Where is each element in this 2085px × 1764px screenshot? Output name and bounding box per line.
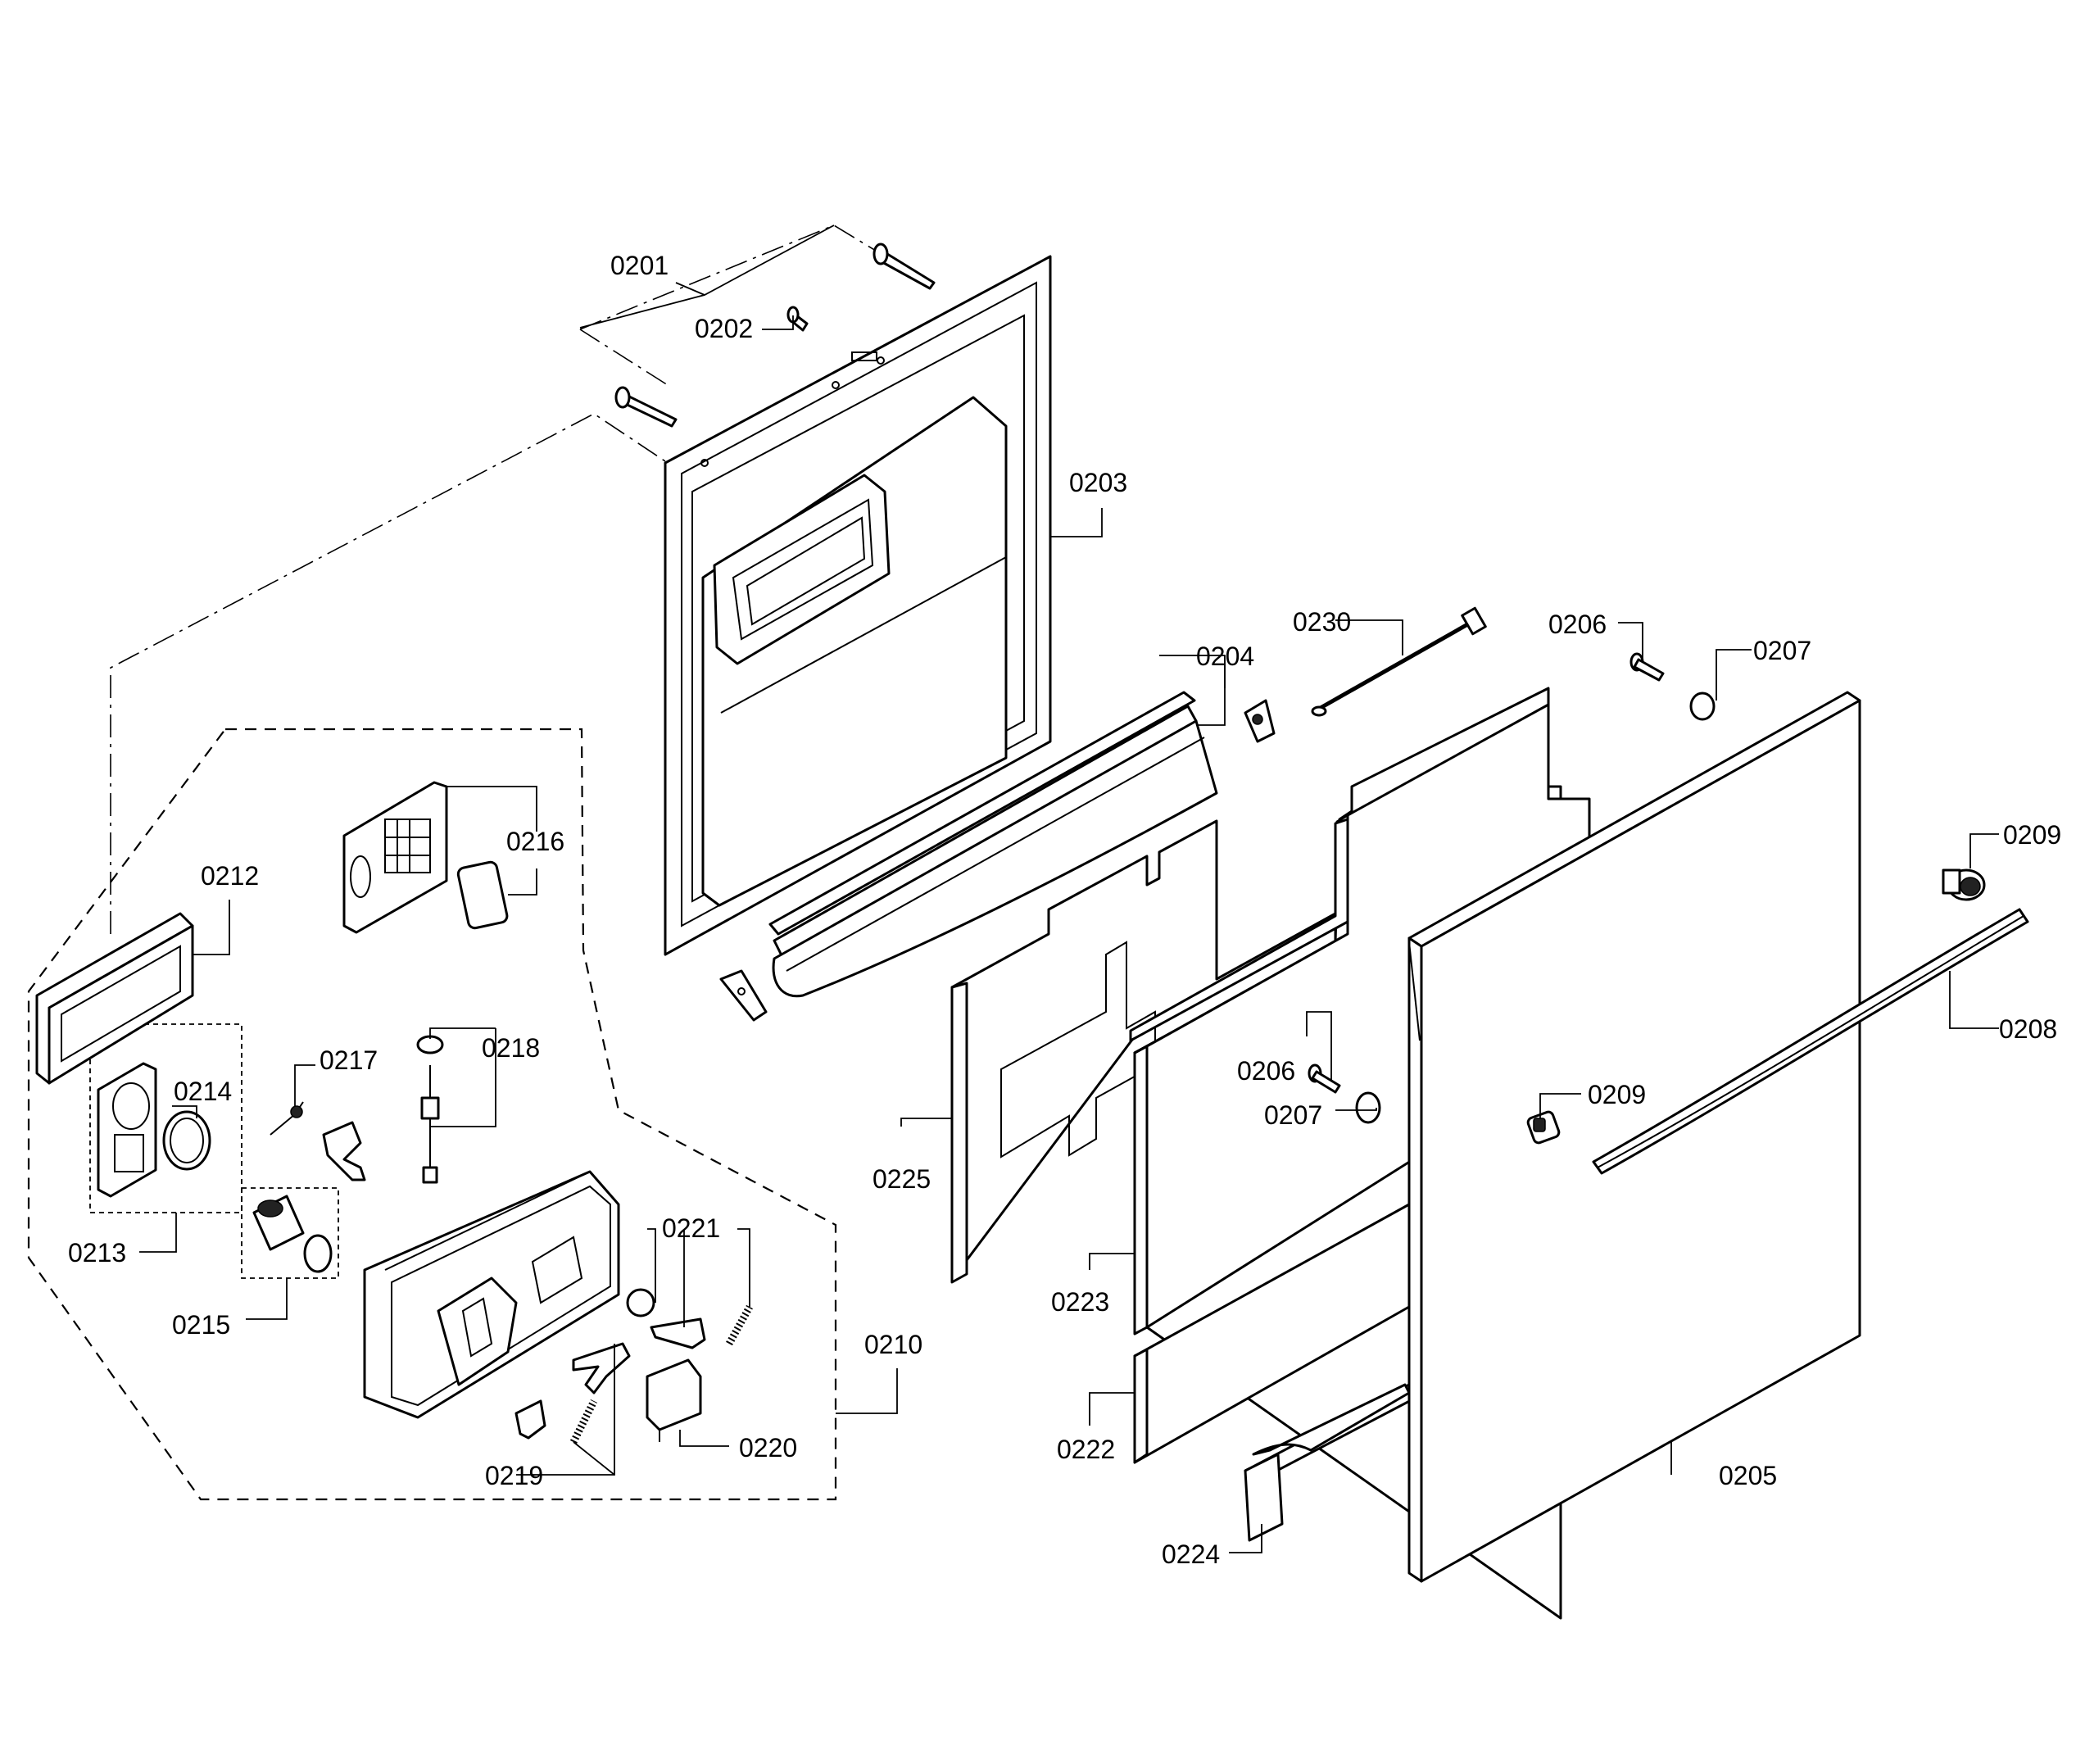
label-0222: 0222 [1057,1435,1115,1464]
cap-0209-lower [1526,1110,1561,1145]
label-0212: 0212 [201,861,259,891]
label-0224: 0224 [1162,1540,1220,1569]
dashdot-link-0201 [579,224,922,330]
label-0206-lower: 0206 [1237,1056,1295,1086]
label-0209-upper: 0209 [2003,820,2061,850]
ring-0214 [162,1110,211,1171]
toe-panel-0222 [1133,1203,1411,1464]
label-0218: 0218 [482,1033,540,1063]
grid-0216 [342,781,448,934]
label-0220: 0220 [739,1433,797,1462]
label-0223: 0223 [1051,1287,1109,1317]
label-0217: 0217 [320,1045,378,1075]
cover-0213 [97,1062,157,1198]
label-0209-lower: 0209 [1588,1080,1646,1109]
lever-0219 [514,1342,631,1444]
label-0230: 0230 [1293,607,1351,637]
clip-0204 [1244,699,1276,743]
label-0216: 0216 [506,827,564,856]
dashdot-link-1 [110,413,666,934]
label-0225: 0225 [873,1164,931,1194]
label-0210: 0210 [864,1330,922,1359]
assembly-0210-boundary [27,728,837,1501]
cable-tie-0230 [1311,606,1487,717]
nozzle-0215 [252,1195,333,1273]
sub-assembly-0215-boundary [241,1187,339,1279]
door-seal-strip [719,691,1218,1022]
handle-bar-0208 [1592,908,2029,1175]
spring-0217 [270,1101,304,1136]
screw-0202 [786,306,809,332]
pad-0216 [456,860,509,930]
actuator-0221 [626,1288,753,1349]
switch-0220 [646,1358,702,1442]
label-0205: 0205 [1719,1461,1777,1490]
label-0202: 0202 [695,314,753,343]
screw-0201-bottom [614,386,678,428]
label-0206-upper: 0206 [1548,610,1607,639]
washer-0207-lower [1355,1091,1381,1124]
screw-0206-upper [1629,652,1665,682]
cap-0209-upper [1942,868,1986,901]
latch-0217 [322,1121,366,1181]
label-0201: 0201 [610,251,669,280]
dispenser-body-0210 [363,1170,620,1419]
dashdot-link-0201b [579,329,669,386]
leader-lines [139,224,1999,1553]
label-0215: 0215 [172,1310,230,1340]
label-0213: 0213 [68,1238,126,1267]
screw-0201-top [873,243,936,290]
label-0207-lower: 0207 [1264,1100,1322,1130]
washer-0207-upper [1689,692,1716,721]
label-0208: 0208 [1999,1014,2057,1044]
sub-assembly-0213-boundary [89,1023,242,1213]
frame-0212 [35,912,194,1085]
label-0221: 0221 [662,1213,720,1243]
label-0214: 0214 [174,1077,232,1106]
label-0204: 0204 [1196,642,1254,671]
label-0219: 0219 [485,1461,543,1490]
label-0203: 0203 [1069,468,1127,497]
inner-door-panel [664,255,1052,956]
label-0207-upper: 0207 [1753,636,1811,665]
float-0218 [416,1035,444,1184]
